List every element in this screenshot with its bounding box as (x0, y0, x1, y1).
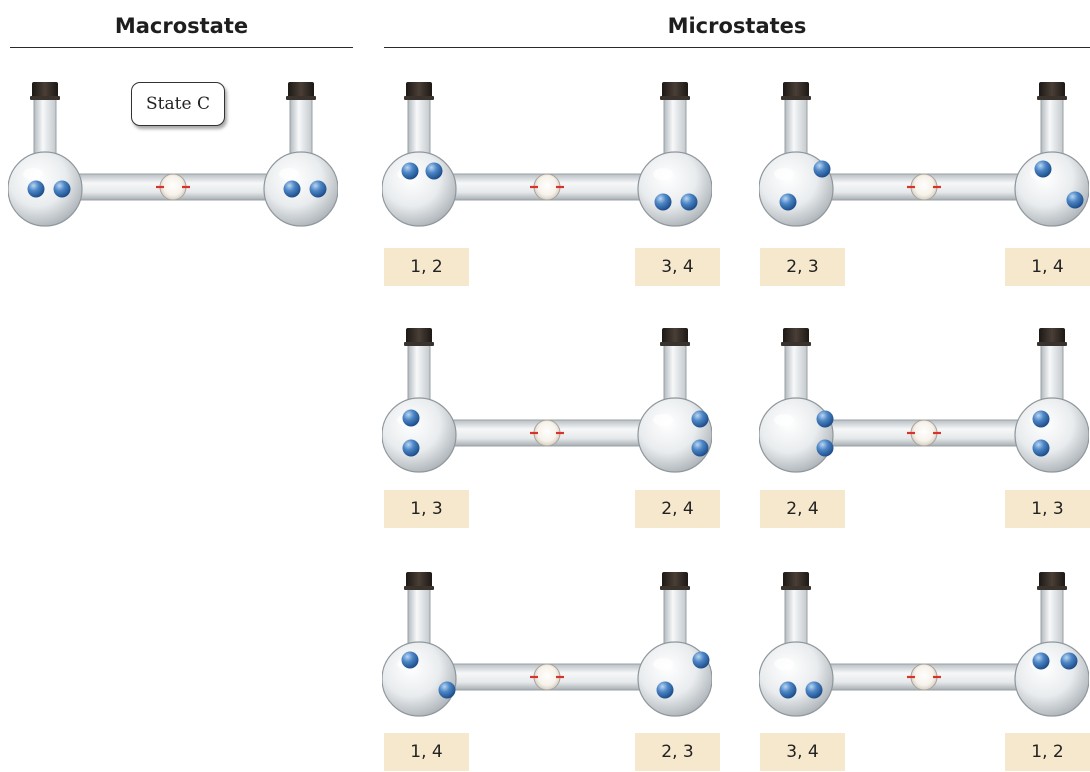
microstate-right-label: 3, 4 (635, 248, 720, 286)
microstate-flask-pair (759, 572, 1089, 732)
state-label: State C (131, 82, 225, 126)
gas-particle (656, 681, 674, 699)
microstate-left-label: 1, 4 (384, 733, 469, 771)
gas-particle (401, 162, 419, 180)
gas-particle (402, 409, 420, 427)
microstate-flask-pair (382, 572, 712, 732)
microstate-left-label: 1, 2 (384, 248, 469, 286)
microstate-right-label: 1, 3 (1005, 490, 1090, 528)
gas-particle (425, 162, 443, 180)
gas-particle (1060, 652, 1078, 670)
gas-particle (53, 180, 71, 198)
gas-particle (813, 160, 831, 178)
gas-particle (438, 681, 456, 699)
microstate-flask-pair (382, 328, 712, 488)
macrostate-heading: Macrostate (114, 14, 249, 38)
microstates-heading-rule (384, 47, 1090, 48)
microstate-right-label: 2, 4 (635, 490, 720, 528)
gas-particle (779, 681, 797, 699)
gas-particle (692, 651, 710, 669)
gas-particle (805, 681, 823, 699)
gas-particle (691, 439, 709, 457)
gas-particle (402, 439, 420, 457)
gas-particle (779, 193, 797, 211)
microstate-flask-pair (759, 82, 1089, 242)
microstate-flask-pair (759, 328, 1089, 488)
microstate-left-label: 2, 3 (760, 248, 845, 286)
microstate-flask-pair (382, 82, 712, 242)
gas-particle (309, 180, 327, 198)
microstate-right-label: 2, 3 (635, 733, 720, 771)
gas-particle (1034, 160, 1052, 178)
gas-particle (1066, 191, 1084, 209)
macrostate-heading-rule (10, 47, 353, 48)
microstate-right-label: 1, 4 (1005, 248, 1090, 286)
gas-particle (401, 651, 419, 669)
microstate-left-label: 1, 3 (384, 490, 469, 528)
macrostate-flask-pair (8, 82, 338, 242)
gas-particle (1032, 410, 1050, 428)
gas-particle (1032, 652, 1050, 670)
gas-particle (1032, 439, 1050, 457)
gas-particle (27, 180, 45, 198)
microstate-left-label: 3, 4 (760, 733, 845, 771)
gas-particle (283, 180, 301, 198)
microstates-heading: Microstates (667, 14, 807, 38)
gas-particle (816, 439, 834, 457)
gas-particle (691, 410, 709, 428)
gas-particle (654, 193, 672, 211)
gas-particle (680, 193, 698, 211)
microstate-left-label: 2, 4 (760, 490, 845, 528)
microstate-right-label: 1, 2 (1005, 733, 1090, 771)
gas-particle (816, 410, 834, 428)
